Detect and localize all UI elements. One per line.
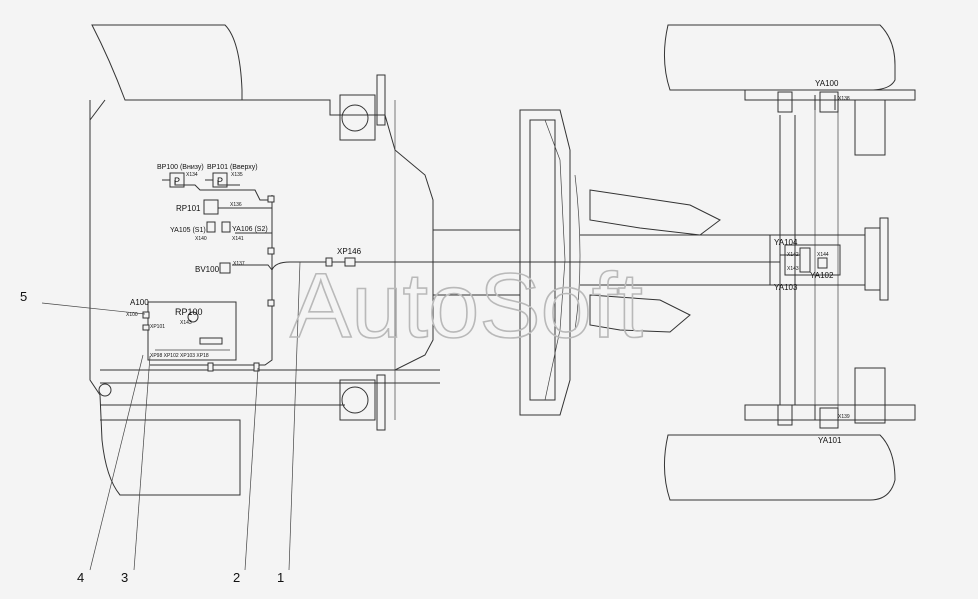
label-xp146: ХР146 (337, 247, 362, 256)
label-x100: Х100 (126, 312, 138, 318)
label-x140: Х140 (195, 236, 207, 242)
ya104-block (784, 244, 841, 276)
label-x144: Х144 (817, 252, 829, 258)
wiring-harness (150, 95, 836, 420)
label-bp100: ВР100 (Внизу) (157, 164, 204, 171)
label-ya100: YA100 (815, 79, 839, 88)
ya106-box (221, 221, 231, 233)
label-x137: Х137 (233, 261, 245, 267)
label-x143b: Х143 (787, 266, 799, 272)
component-labels: ВР100 (Внизу) ВР101 (Вверху) Х134 Х135 R… (126, 79, 850, 445)
label-x136: Х136 (230, 202, 242, 208)
frame-middle (433, 109, 780, 416)
label-ya106: YA106 (S2) (232, 226, 268, 233)
label-ya104: YA104 (774, 238, 798, 247)
callout-numbers: 5 4 3 2 1 (20, 289, 284, 585)
bv100-box (219, 262, 231, 274)
sensor-bp100: P (162, 172, 185, 188)
label-rp101: RP101 (176, 204, 201, 213)
ya105-box (206, 221, 216, 233)
label-rp100: RP100 (175, 307, 203, 317)
watermark-text: AutoSoft (290, 255, 643, 357)
callout-5: 5 (20, 289, 27, 304)
sensor-bp101: P (205, 172, 228, 188)
label-xp101: ХР101 (150, 324, 165, 330)
label-bp101: ВР101 (Вверху) (207, 164, 258, 171)
label-x142: Х142 (787, 252, 799, 258)
label-x143: Х143 (180, 320, 192, 326)
label-x139: Х139 (838, 414, 850, 420)
label-ya102: YA102 (810, 271, 834, 280)
label-ya101: YA101 (818, 436, 842, 445)
label-x135: Х135 (231, 172, 243, 178)
rear-axle (663, 24, 916, 501)
label-x138: Х138 (838, 96, 850, 102)
p-symbol: P (174, 176, 180, 186)
label-x141: Х141 (232, 236, 244, 242)
callout-3: 3 (121, 570, 128, 585)
label-xp-row: ХР98 ХР102 ХР103 ХР18 (150, 353, 209, 359)
label-a100: А100 (130, 298, 149, 307)
callout-leaders (41, 261, 301, 571)
label-ya103: YA103 (774, 283, 798, 292)
callout-2: 2 (233, 570, 240, 585)
callout-1: 1 (277, 570, 284, 585)
label-ya105: YA105 (S1) (170, 227, 206, 234)
callout-4: 4 (77, 570, 84, 585)
a100-unit (142, 301, 237, 361)
label-x134: Х134 (186, 172, 198, 178)
p-symbol-2: P (217, 176, 223, 186)
cab-outline (89, 24, 440, 496)
label-bv100: BV100 (195, 265, 220, 274)
rp101-box (203, 199, 219, 215)
